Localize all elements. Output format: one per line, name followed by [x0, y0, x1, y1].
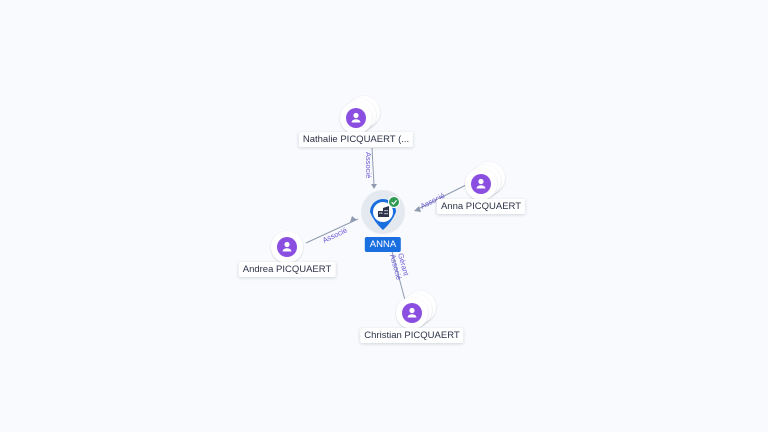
edge-christian: Gérant Associé [388, 243, 411, 301]
person-node-anna[interactable] [465, 162, 505, 200]
company-building-icon [378, 206, 389, 217]
person-node-andrea[interactable] [271, 231, 303, 263]
person-icon [277, 237, 297, 257]
person-label-anna[interactable]: Anna PICQUAERT [436, 199, 526, 214]
person-label-andrea[interactable]: Andrea PICQUAERT [238, 262, 336, 277]
person-icon [402, 303, 422, 323]
person-icon [471, 174, 491, 194]
person-label-christian[interactable]: Christian PICQUAERT [360, 328, 464, 343]
person-label-nathalie[interactable]: Nathalie PICQUAERT (... [298, 132, 414, 147]
edge-nathalie: Associé [364, 147, 377, 189]
person-icon [346, 108, 366, 128]
company-node-anna[interactable] [361, 190, 405, 234]
edge-andrea: Associé [305, 216, 359, 245]
person-node-christian[interactable] [396, 291, 436, 329]
person-node-nathalie[interactable] [340, 96, 380, 134]
verified-check-icon [388, 196, 400, 208]
edge-label-andrea: Associé [321, 226, 349, 245]
company-label[interactable]: ANNA [364, 237, 402, 252]
edge-label-nathalie: Associé [364, 152, 373, 178]
